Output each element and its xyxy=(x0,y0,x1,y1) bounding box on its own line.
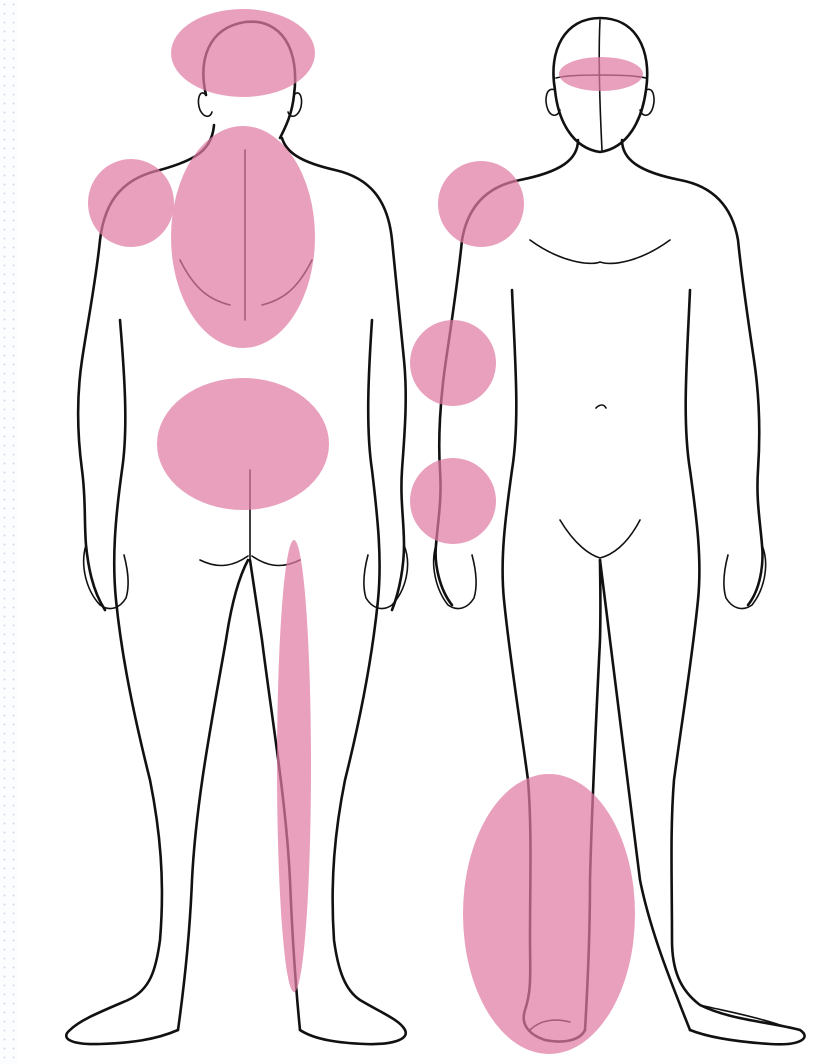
marker-wrist xyxy=(410,458,496,544)
marker-back-head xyxy=(171,9,315,97)
marker-lower-back xyxy=(157,378,329,510)
marker-back-shoulder xyxy=(88,159,174,247)
marker-forehead xyxy=(559,57,643,91)
marker-lower-leg-and-foot xyxy=(463,774,635,1054)
marker-elbow xyxy=(410,320,496,406)
marker-back-of-leg xyxy=(277,540,311,992)
marker-front-shoulder xyxy=(438,161,524,247)
marker-upper-back xyxy=(171,126,315,348)
